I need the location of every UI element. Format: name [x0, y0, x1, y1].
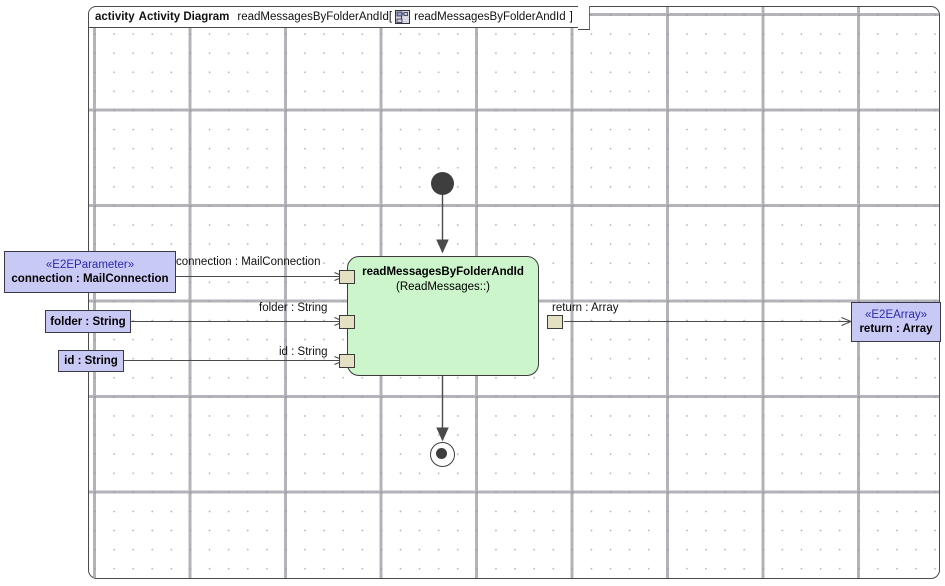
frame-name: readMessagesByFolderAndId [237, 11, 389, 23]
parameter-label: return : Array [859, 323, 933, 335]
action-title: readMessagesByFolderAndId [362, 266, 524, 278]
activity-final-node[interactable] [430, 442, 455, 467]
parameter-label: id : String [64, 355, 118, 367]
frame-qualified-name: readMessagesByFolderAndId [414, 11, 566, 23]
parameter-node-id[interactable]: id : String [58, 350, 124, 372]
input-pin-connection[interactable] [339, 270, 355, 284]
activity-final-node-inner [436, 448, 447, 459]
activity-diagram-icon [395, 10, 411, 24]
action-subtitle: (ReadMessages::) [396, 281, 490, 293]
input-pin-folder[interactable] [339, 315, 355, 329]
frame-type-label: Activity Diagram [138, 11, 230, 23]
initial-node[interactable] [431, 172, 454, 195]
call-behavior-action[interactable]: readMessagesByFolderAndId (ReadMessages:… [347, 256, 539, 376]
edge-label-folder: folder : String [259, 302, 328, 314]
edge-label-connection: connection : MailConnection [176, 256, 321, 268]
parameter-label: folder : String [50, 315, 126, 328]
parameter-stereotype: «E2EParameter» [45, 259, 135, 271]
parameter-label: connection : MailConnection [11, 273, 169, 285]
frame-bracket-close: ] [569, 11, 573, 23]
input-pin-id[interactable] [339, 354, 355, 368]
frame-bracket-open: [ [388, 11, 393, 23]
diagram-frame-header: activity Activity Diagram readMessagesBy… [88, 6, 579, 28]
frame-keyword: activity [95, 11, 135, 23]
output-pin-return[interactable] [547, 315, 563, 329]
edge-label-id: id : String [279, 346, 328, 358]
parameter-node-folder[interactable]: folder : String [45, 310, 131, 333]
parameter-node-return[interactable]: «E2EArray» return : Array [851, 302, 941, 342]
parameter-node-connection[interactable]: «E2EParameter» connection : MailConnecti… [4, 251, 176, 293]
edge-label-return: return : Array [552, 302, 619, 314]
parameter-stereotype: «E2EArray» [864, 309, 927, 321]
